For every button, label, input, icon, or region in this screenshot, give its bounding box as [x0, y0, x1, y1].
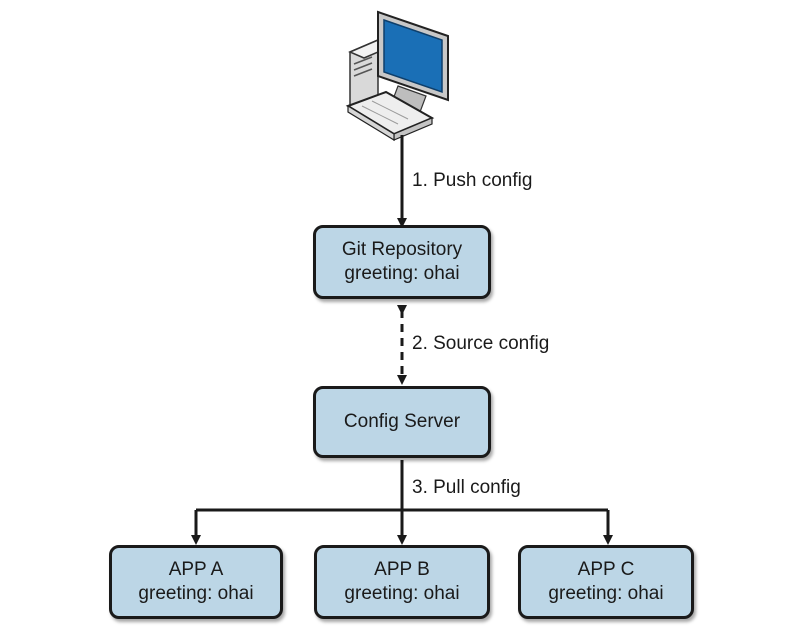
push-config-label: 1. Push config: [412, 170, 533, 191]
app-a-value: greeting: ohai: [138, 583, 254, 604]
app-b-value: greeting: ohai: [344, 583, 460, 604]
app-a-box: APP A greeting: ohai: [109, 545, 283, 619]
app-b-box: APP B greeting: ohai: [314, 545, 490, 619]
source-config-label: 2. Source config: [412, 333, 550, 354]
pull-connectors: [191, 460, 613, 545]
git-repository-title: Git Repository: [341, 239, 463, 260]
app-a-title: APP A: [168, 559, 224, 580]
config-server-title: Config Server: [343, 411, 461, 432]
app-c-value: greeting: ohai: [548, 583, 664, 604]
git-repository-value: greeting: ohai: [344, 263, 460, 284]
app-c-box: APP C greeting: ohai: [518, 545, 694, 619]
desktop-computer-icon: [345, 10, 449, 142]
config-server-box: Config Server: [313, 386, 491, 458]
pull-config-label: 3. Pull config: [412, 477, 521, 498]
app-b-title: APP B: [374, 559, 430, 580]
git-repository-box: Git Repository greeting: ohai: [313, 225, 491, 299]
app-c-title: APP C: [577, 559, 635, 580]
